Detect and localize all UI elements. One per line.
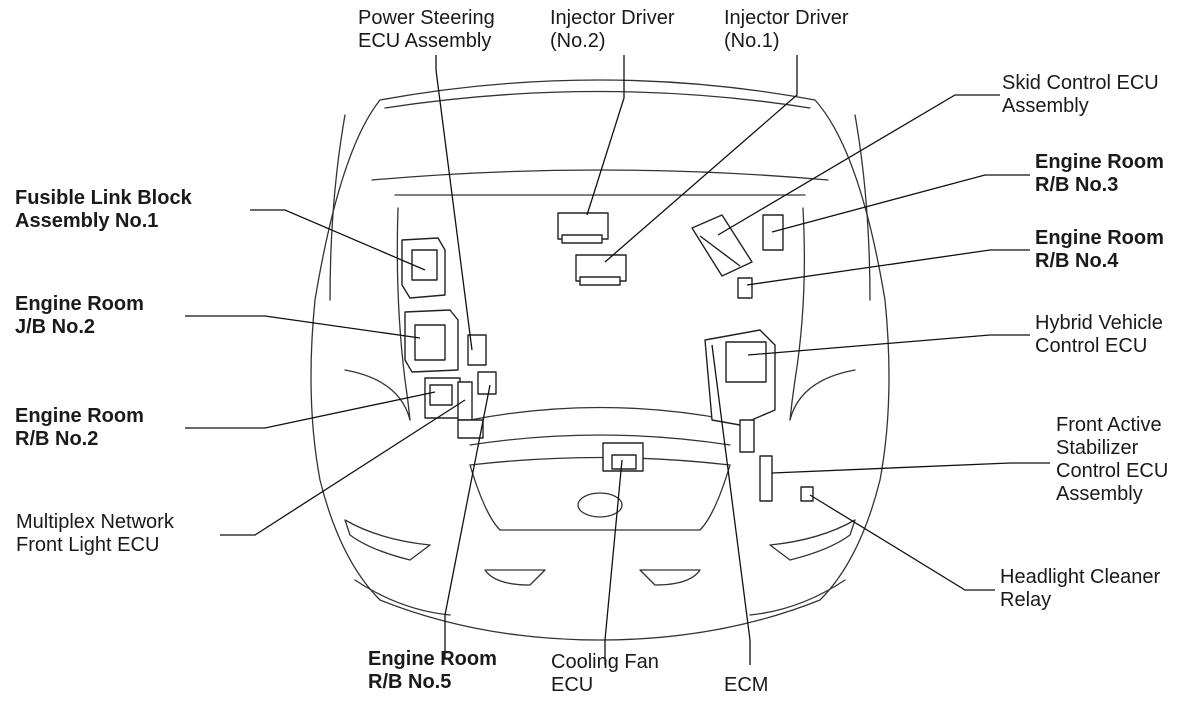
label-skid-control-ecu: Skid Control ECU Assembly (1002, 72, 1159, 118)
engine-room-rb2-part (424, 377, 461, 419)
label-hybrid-vehicle-ecu: Hybrid Vehicle Control ECU (1035, 312, 1163, 358)
label-line: Assembly (1002, 95, 1089, 117)
label-line: Control ECU (1035, 335, 1148, 357)
ecm-part (739, 419, 755, 453)
engine-room-rb5-part (477, 371, 497, 395)
engine-room-bracket-part (457, 419, 484, 439)
label-power-steering-ecu: Power Steering ECU Assembly (358, 7, 495, 53)
power-steering-ecu-part (467, 334, 487, 366)
car-body-outline (310, 79, 890, 641)
label-line: Assembly (1056, 483, 1143, 505)
fusible-link-block-part (401, 237, 446, 299)
label-headlight-cleaner-relay: Headlight Cleaner Relay (1000, 566, 1160, 612)
label-line: Power Steering (358, 7, 495, 29)
label-line: ECM (724, 674, 769, 696)
label-line: Injector Driver (550, 7, 675, 29)
label-line: R/B No.5 (368, 671, 452, 693)
headlight-cleaner-relay-part (800, 486, 814, 502)
label-line: Fusible Link Block (15, 187, 192, 209)
label-line: R/B No.4 (1035, 250, 1119, 272)
label-line: R/B No.2 (15, 428, 99, 450)
injector-driver-1-part (575, 254, 627, 286)
label-line: Hybrid Vehicle (1035, 312, 1163, 334)
leader-lines (185, 55, 1050, 665)
engine-room-rb3-part (762, 214, 784, 251)
label-injector-driver-1: Injector Driver (No.1) (724, 7, 848, 53)
label-injector-driver-2: Injector Driver (No.2) (550, 7, 674, 53)
label-line: Injector Driver (724, 7, 849, 29)
multiplex-ecu-part (457, 381, 473, 421)
label-line: Engine Room (1035, 151, 1164, 173)
label-fusible-link-block: Fusible Link Block Assembly No.1 (15, 187, 192, 233)
label-line: R/B No.3 (1035, 174, 1119, 196)
label-line: Headlight Cleaner (1000, 566, 1161, 588)
label-line: J/B No.2 (15, 316, 96, 338)
label-multiplex-network-ecu: Multiplex Network Front Light ECU (16, 511, 174, 557)
hybrid-vehicle-ecu-part (704, 329, 776, 426)
label-engine-room-rb5: Engine Room R/B No.5 (368, 648, 497, 694)
label-line: Front Active (1056, 414, 1162, 436)
label-line: Front Light ECU (16, 534, 160, 556)
label-engine-room-jb2: Engine Room J/B No.2 (15, 293, 144, 339)
injector-driver-2-part (557, 212, 609, 244)
label-line: (No.1) (724, 30, 780, 52)
label-engine-room-rb4: Engine Room R/B No.4 (1035, 227, 1164, 273)
cooling-fan-ecu-part (602, 442, 644, 472)
label-line: ECU (551, 674, 594, 696)
label-line: ECU Assembly (358, 30, 492, 52)
engine-room-rb4-part (737, 277, 753, 299)
label-line: Skid Control ECU (1002, 72, 1159, 94)
label-line: Relay (1000, 589, 1052, 611)
label-line: Engine Room (15, 293, 144, 315)
label-front-active-stabilizer-ecu: Front Active Stabilizer Control ECU Asse… (1056, 414, 1168, 506)
label-line: Control ECU (1056, 460, 1169, 482)
front-active-stabilizer-ecu-part (759, 455, 773, 502)
label-engine-room-rb3: Engine Room R/B No.3 (1035, 151, 1164, 197)
label-line: Engine Room (368, 648, 497, 670)
label-line: Assembly No.1 (15, 210, 159, 232)
label-line: Engine Room (1035, 227, 1164, 249)
label-ecm: ECM (724, 674, 768, 697)
label-cooling-fan-ecu: Cooling Fan ECU (551, 651, 659, 697)
label-line: Cooling Fan (551, 651, 659, 673)
label-line: Engine Room (15, 405, 144, 427)
label-engine-room-rb2: Engine Room R/B No.2 (15, 405, 144, 451)
skid-control-ecu-part (691, 214, 753, 277)
label-line: Multiplex Network (16, 511, 174, 533)
label-line: Stabilizer (1056, 437, 1139, 459)
engine-room-jb2-part (404, 309, 459, 373)
label-line: (No.2) (550, 30, 606, 52)
